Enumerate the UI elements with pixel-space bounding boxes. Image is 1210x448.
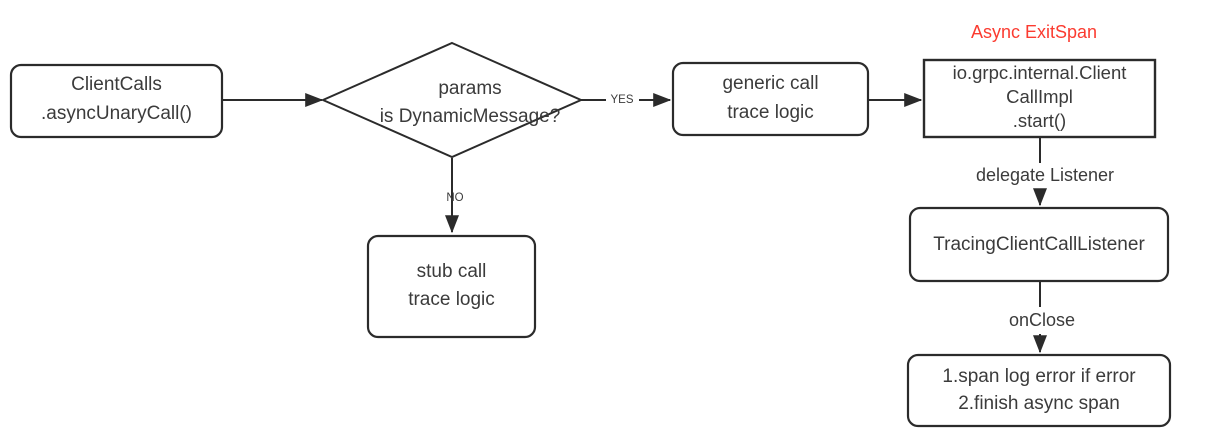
node-decision-line2: is DynamicMessage? <box>380 106 561 127</box>
annotation-async-exit-span: Async ExitSpan <box>971 22 1097 42</box>
node-tracing-client-call-listener[interactable]: TracingClientCallListener <box>908 206 1170 283</box>
node-generic-call-line1: generic call <box>722 73 818 94</box>
node-stub-call-trace-logic[interactable]: stub call trace logic <box>366 234 537 339</box>
node-decision-line1: params <box>438 78 501 99</box>
node-generic-call-shape[interactable] <box>671 61 870 137</box>
node-client-calls-shape[interactable] <box>9 63 224 139</box>
node-stub-call-line2: trace logic <box>408 289 495 310</box>
node-finish-async-span[interactable]: 1.span log error if error 2.finish async… <box>906 353 1172 428</box>
edge-decision-no-to-stub: NO <box>445 158 464 234</box>
node-stub-call-line1: stub call <box>417 261 487 282</box>
node-client-calls-line2: .asyncUnaryCall() <box>41 103 192 124</box>
node-decision-shape[interactable] <box>320 41 584 159</box>
edge-decision-yes-to-generic: YES <box>581 93 672 107</box>
node-client-call-impl-line3: .start() <box>1013 110 1066 131</box>
node-finish-span-line1: 1.span log error if error <box>942 366 1136 387</box>
node-client-calls[interactable]: ClientCalls .asyncUnaryCall() <box>9 63 224 139</box>
node-client-call-impl-shape[interactable] <box>922 58 1157 139</box>
node-client-calls-line1: ClientCalls <box>71 74 162 95</box>
node-finish-span-line2: 2.finish async span <box>958 393 1120 414</box>
node-generic-call-trace-logic[interactable]: generic call trace logic <box>671 61 870 137</box>
node-stub-call-shape[interactable] <box>366 234 537 339</box>
annotation-async-exit-span-label: Async ExitSpan <box>971 22 1097 42</box>
node-tracing-listener-shape[interactable] <box>908 206 1170 283</box>
edge-label-delegate-listener: delegate Listener <box>976 165 1114 185</box>
node-client-call-impl-line1: io.grpc.internal.Client <box>953 62 1127 83</box>
node-client-call-impl[interactable]: io.grpc.internal.Client CallImpl .start(… <box>922 58 1157 139</box>
edge-label-onclose: onClose <box>1009 310 1075 330</box>
edge-clientcallimpl-to-tracinglistener: delegate Listener <box>976 137 1114 207</box>
node-finish-span-shape[interactable] <box>906 353 1172 428</box>
edge-label-yes: YES <box>610 94 633 106</box>
edge-label-no: NO <box>446 192 463 204</box>
edge-tracinglistener-to-finishspan: onClose <box>1009 281 1075 354</box>
node-client-call-impl-line2: CallImpl <box>1006 86 1073 107</box>
node-generic-call-line2: trace logic <box>727 102 814 123</box>
node-decision-dynamic-message[interactable]: params is DynamicMessage? <box>320 41 584 159</box>
node-tracing-listener-line1: TracingClientCallListener <box>933 234 1145 255</box>
